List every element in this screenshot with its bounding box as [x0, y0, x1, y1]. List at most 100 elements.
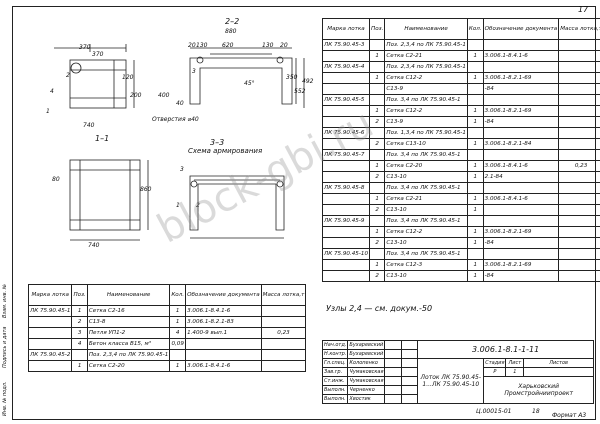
table-cell: 2 [71, 316, 88, 328]
table-cell: 1 [466, 259, 484, 271]
table-cell [321, 237, 371, 249]
table-cell [321, 270, 371, 282]
table-cell [321, 226, 371, 238]
table-cell [466, 61, 484, 73]
table-cell: 1.400-9 вып.1 [185, 327, 262, 339]
table-cell: 3.006.1-8.4.1-6 [185, 305, 262, 317]
table-cell [369, 83, 386, 95]
dim-552: 552 [294, 88, 306, 95]
table-cell: Сетка С2-16 [86, 305, 171, 317]
table-cell [321, 72, 371, 84]
table-cell [369, 149, 386, 161]
table-cell [482, 61, 560, 73]
stamp-row: Выполн.Хвостик [321, 394, 594, 404]
table-cell: 1 [369, 226, 386, 238]
table-cell [369, 248, 386, 260]
left-spec-table: Марка лотка Поз. Наименование Кол. Обозн… [27, 284, 307, 372]
section-1-1-label: 1–1 [95, 134, 110, 143]
pos-1-left: 1 [46, 108, 50, 115]
table-cell [558, 149, 600, 161]
right-table-header: Марка лотка Поз. Наименование Кол. Обозн… [321, 18, 600, 40]
stamp-title: Лоток ЛК 75.90.45-1...ЛК 75.90.45-10 [417, 358, 485, 404]
table-cell [558, 270, 600, 282]
table-cell: Сетка С12-3 [384, 259, 468, 271]
table-cell [27, 316, 73, 328]
table-cell: Поз. 2,3,4 по ЛК 75.90.45-1 [384, 39, 468, 51]
table-cell: ЛК 75.90.45-2 [27, 349, 73, 361]
left-header-name: Наименование [86, 284, 171, 306]
table-cell [558, 61, 600, 73]
dim-20-b: 20 [280, 42, 288, 49]
header-name: Наименование [384, 18, 468, 40]
table-cell: Сетка С12-2 [384, 72, 468, 84]
dim-740-top: 740 [83, 122, 95, 129]
table-cell: 4 [169, 327, 187, 339]
table-cell: 3.006.1-8.2.1-69 [482, 259, 560, 271]
sheet-label: Лист [505, 358, 525, 368]
pos-3-right: 3 [192, 68, 196, 75]
table-cell: 1 [369, 105, 386, 117]
signer-role: Ст.инж. [321, 376, 349, 386]
table-cell [482, 127, 560, 139]
table-cell [466, 215, 484, 227]
drawing-sketches [54, 44, 305, 241]
table-cell [466, 94, 484, 106]
table-cell [558, 127, 600, 139]
table-cell [466, 127, 484, 139]
table-cell [27, 338, 73, 350]
dim-740-bottom: 740 [88, 242, 100, 249]
signer-role: Зав.гр. [321, 367, 349, 377]
table-cell: 0,23 [558, 160, 600, 172]
table-cell: 1 [466, 171, 484, 183]
dim-20-a: 20 [188, 42, 196, 49]
table-cell [558, 215, 600, 227]
pos-1-scheme: 1 [176, 202, 180, 209]
table-cell [558, 72, 600, 84]
table-cell [558, 39, 600, 51]
dim-620: 620 [222, 42, 234, 49]
table-cell [558, 138, 600, 150]
table-cell [27, 360, 73, 372]
table-cell [321, 83, 371, 95]
table-cell: 2 [369, 116, 386, 128]
table-cell: 1 [466, 116, 484, 128]
signer-sign [384, 376, 402, 386]
table-cell: ЛК 75.90.45-5 [321, 94, 371, 106]
dim-860: 860 [140, 186, 152, 193]
table-cell: 2 [369, 237, 386, 249]
table-cell [558, 193, 600, 205]
signer-role: Выполн. [321, 385, 349, 395]
table-cell: С13-10 [384, 270, 468, 282]
signer-date [400, 376, 419, 386]
inventory-number: 18 [532, 408, 540, 415]
header-mass: Масса лотка,т [558, 18, 600, 40]
signer-name: Бухаревский [347, 349, 386, 359]
dim-80: 80 [52, 176, 60, 183]
table-cell [260, 305, 307, 317]
stage-value: Р [483, 367, 507, 377]
table-cell: 1 [369, 50, 386, 62]
sheets-label: Листов [523, 358, 594, 368]
header-qty: Кол. [466, 18, 484, 40]
table-cell [558, 226, 600, 238]
table-cell: Сетка С2-21 [384, 50, 468, 62]
signer-date [400, 349, 419, 359]
table-cell [482, 215, 560, 227]
table-cell [466, 83, 484, 95]
table-cell: 2 [369, 138, 386, 150]
dim-40: 40 [176, 100, 184, 107]
signer-sign [384, 340, 402, 350]
table-cell: 3.006.1-8.2.1-69 [482, 226, 560, 238]
